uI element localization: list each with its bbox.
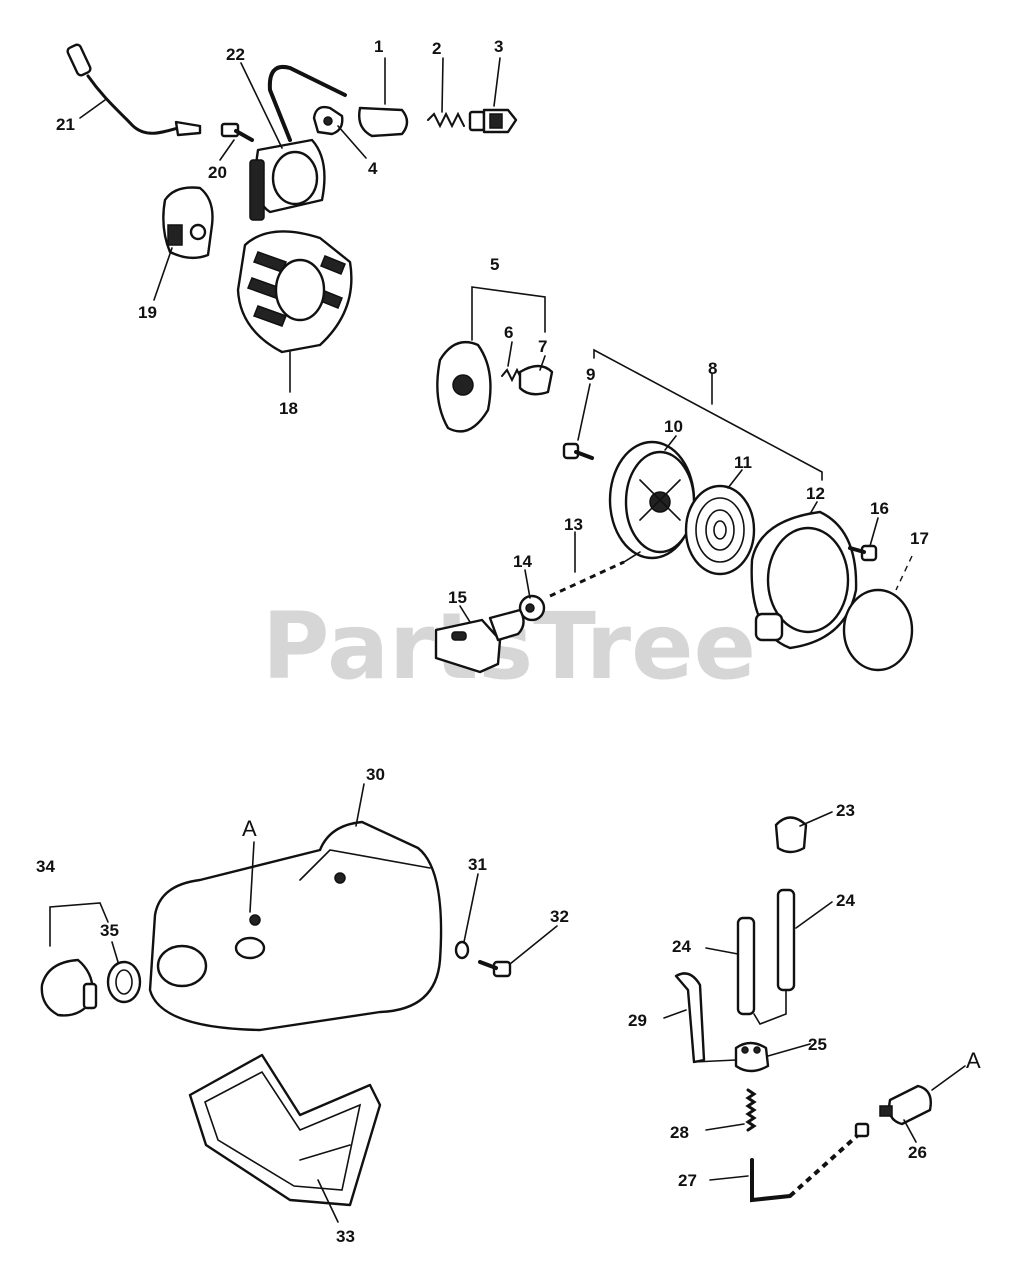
- callout-leader-lines: [49, 57, 966, 1223]
- part-11-recoil-spring: [684, 484, 756, 576]
- connection-mark-a-filter: A: [966, 1048, 981, 1073]
- part-28-spring: [745, 1088, 757, 1132]
- part-6-spring: [501, 367, 523, 383]
- callout-22: 22: [226, 45, 245, 64]
- callout-18: 18: [279, 399, 298, 418]
- callout-12: 12: [806, 484, 825, 503]
- callout-5: 5: [490, 255, 499, 274]
- callout-23: 23: [836, 801, 855, 820]
- part-24-fuel-line-long: [776, 888, 796, 992]
- part-3-spark-plug: [468, 108, 518, 134]
- part-30-fuel-tank: [148, 820, 443, 1032]
- part-18-flywheel: [236, 230, 353, 354]
- part-16-screw: [848, 544, 878, 562]
- part-23-grommet: [774, 816, 808, 854]
- callout-19: 19: [138, 303, 157, 322]
- callout-27: 27: [678, 1171, 697, 1190]
- part-34-fuel-cap: [40, 958, 98, 1017]
- part-33-tank-guard: [188, 1053, 382, 1207]
- part-29-return-line: [674, 972, 706, 1064]
- part-10-starter-pulley: [608, 440, 696, 560]
- part-26-fuel-filter: [879, 1084, 932, 1126]
- callout-32: 32: [550, 907, 569, 926]
- part-15-starter-handle: [434, 608, 525, 674]
- callout-24-long-line: 24: [836, 891, 855, 910]
- callout-33: 33: [336, 1227, 355, 1246]
- callout-29: 29: [628, 1011, 647, 1030]
- part-24-fuel-line-short: [736, 916, 756, 1016]
- callout-24-short-line: 24: [672, 937, 691, 956]
- part-7-pawl: [518, 364, 554, 396]
- callout-9: 9: [586, 365, 595, 384]
- callout-20: 20: [208, 163, 227, 182]
- callout-34: 34: [36, 857, 55, 876]
- part-35-cap-gasket: [106, 960, 142, 1004]
- callout-8: 8: [708, 359, 717, 378]
- part-31-washer: [454, 940, 470, 960]
- callout-labels: 1 2 3 4 5 6 7 8 9 10 11 12 13 14 15 16 1…: [36, 37, 981, 1246]
- part-5-starter-pawl-carrier: [436, 340, 492, 433]
- part-22-ignition-coil: [249, 65, 347, 221]
- part-13-starter-rope: [549, 551, 641, 598]
- part-27-fuel-pickup-line: [750, 1122, 870, 1203]
- fuel-line-connection-lines: [693, 989, 787, 1063]
- connection-mark-a-tank: A: [242, 816, 257, 841]
- callout-4: 4: [368, 159, 378, 178]
- part-21-spark-plug-wire: [66, 43, 202, 137]
- callout-2: 2: [432, 39, 441, 58]
- callout-35: 35: [100, 921, 119, 940]
- part-17-gasket: [842, 588, 914, 672]
- part-2-spring: [427, 111, 465, 129]
- callout-1: 1: [374, 37, 383, 56]
- callout-15: 15: [448, 588, 467, 607]
- callout-16: 16: [870, 499, 889, 518]
- callout-10: 10: [664, 417, 683, 436]
- callout-11: 11: [734, 453, 752, 472]
- part-25-tank-fitting: [734, 1041, 770, 1073]
- callout-14: 14: [513, 552, 532, 571]
- part-9-screw: [562, 442, 594, 460]
- part-19-ignition-module: [162, 186, 214, 260]
- callout-7: 7: [538, 337, 547, 356]
- callout-30: 30: [366, 765, 385, 784]
- watermark: PartsTree: [262, 593, 756, 700]
- callout-21: 21: [56, 115, 75, 134]
- part-12-starter-housing: [750, 510, 858, 650]
- callout-6: 6: [504, 323, 513, 342]
- callout-25: 25: [808, 1035, 827, 1054]
- callout-13: 13: [564, 515, 583, 534]
- callout-17: 17: [910, 529, 929, 548]
- callout-31: 31: [468, 855, 487, 874]
- callout-28: 28: [670, 1123, 689, 1142]
- part-20-screw: [220, 122, 254, 142]
- part-1-spark-plug-cap: [358, 106, 409, 138]
- part-4-boot: [312, 105, 344, 136]
- callout-3: 3: [494, 37, 503, 56]
- part-14-bushing: [518, 594, 546, 622]
- callout-26: 26: [908, 1143, 927, 1162]
- part-32-screw: [478, 960, 512, 978]
